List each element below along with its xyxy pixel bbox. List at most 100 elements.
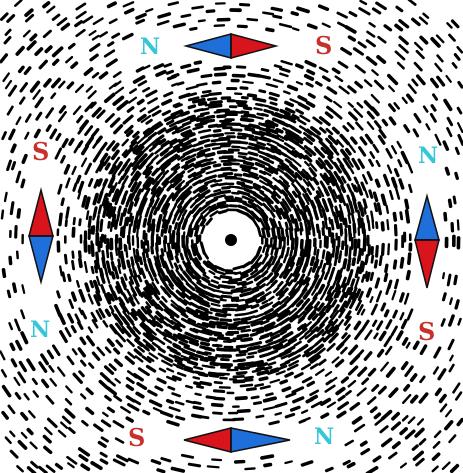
iron-filing — [206, 154, 214, 156]
iron-filing — [98, 216, 99, 223]
iron-filing — [206, 144, 216, 146]
iron-filing — [281, 381, 286, 383]
iron-filing — [373, 220, 374, 228]
iron-filing — [242, 112, 248, 113]
iron-filing — [265, 111, 273, 113]
iron-filing — [352, 214, 354, 222]
iron-filing — [194, 407, 203, 409]
iron-filing — [215, 25, 224, 26]
iron-filing — [18, 210, 19, 217]
iron-filing — [13, 163, 15, 169]
iron-filing — [377, 223, 378, 228]
iron-filing — [259, 76, 269, 78]
iron-filing — [108, 262, 110, 272]
iron-filing — [175, 223, 176, 228]
iron-filing — [125, 275, 127, 280]
iron-filing — [167, 253, 168, 258]
iron-filing — [238, 328, 244, 329]
iron-filing — [165, 64, 171, 66]
iron-filing — [244, 135, 253, 136]
iron-filing — [277, 130, 282, 132]
iron-filing — [196, 394, 201, 395]
iron-filing — [358, 257, 359, 263]
iron-filing — [194, 100, 204, 102]
iron-filing — [450, 200, 451, 206]
iron-filing — [315, 210, 318, 218]
iron-filing — [359, 187, 362, 194]
iron-filing — [242, 275, 247, 277]
iron-filing — [67, 208, 69, 218]
iron-filing — [311, 218, 313, 227]
iron-filing — [394, 214, 395, 220]
iron-filing — [172, 84, 177, 86]
iron-filing — [401, 213, 402, 219]
iron-filing — [63, 273, 65, 281]
iron-filing — [210, 125, 217, 126]
iron-filing — [234, 381, 243, 382]
iron-filing — [361, 207, 363, 216]
iron-filing — [219, 211, 226, 213]
iron-filing — [235, 160, 244, 161]
iron-filing — [211, 102, 221, 103]
iron-filing — [119, 260, 120, 266]
iron-filing — [262, 114, 267, 115]
iron-filing — [201, 360, 207, 361]
iron-filing — [109, 222, 110, 227]
iron-filing — [401, 294, 403, 301]
iron-filing — [191, 28, 197, 29]
iron-filing — [210, 93, 221, 94]
iron-filing — [162, 230, 163, 235]
iron-filing — [194, 377, 199, 378]
iron-filing — [375, 204, 377, 211]
iron-filing — [213, 148, 220, 149]
iron-filing — [248, 19, 257, 20]
iron-filing — [279, 222, 281, 228]
iron-filing — [248, 357, 254, 358]
iron-filing — [116, 221, 117, 228]
iron-filing — [280, 238, 281, 247]
iron-filing — [448, 275, 450, 285]
iron-filing — [215, 68, 224, 69]
iron-filing — [336, 217, 338, 227]
iron-filing — [107, 311, 110, 316]
iron-filing — [240, 5, 248, 6]
iron-filing — [148, 241, 149, 251]
iron-filing — [364, 200, 366, 207]
iron-filing — [217, 315, 225, 316]
compass-bottom-label-left: S — [128, 423, 145, 452]
iron-filing — [200, 180, 205, 182]
iron-filing — [111, 253, 112, 260]
iron-filing — [168, 401, 173, 403]
iron-filing — [221, 320, 231, 321]
iron-filing — [356, 268, 358, 277]
iron-filing — [346, 229, 347, 236]
iron-filing — [216, 74, 226, 75]
iron-filing — [265, 398, 276, 401]
iron-filing — [236, 314, 245, 315]
iron-filing — [249, 353, 256, 354]
iron-filing — [215, 277, 220, 279]
iron-filing — [12, 145, 15, 151]
iron-filing — [408, 272, 409, 279]
iron-filing — [239, 206, 246, 208]
iron-filing — [314, 263, 317, 271]
iron-filing — [267, 394, 273, 396]
iron-filing — [221, 206, 227, 207]
iron-filing — [175, 244, 177, 255]
iron-filing — [215, 382, 222, 383]
iron-filing — [369, 221, 370, 230]
iron-filing — [211, 364, 217, 365]
iron-filing — [249, 95, 256, 96]
iron-filing — [444, 294, 446, 300]
iron-filing — [396, 226, 397, 235]
iron-filing — [86, 284, 88, 291]
iron-filing — [377, 247, 378, 257]
iron-filing — [341, 227, 342, 236]
iron-filing — [162, 250, 163, 256]
iron-filing — [455, 276, 456, 283]
iron-filing — [332, 220, 333, 229]
iron-filing — [28, 430, 32, 434]
iron-filing — [242, 98, 247, 99]
iron-filing — [275, 66, 281, 68]
iron-filing — [201, 113, 208, 114]
